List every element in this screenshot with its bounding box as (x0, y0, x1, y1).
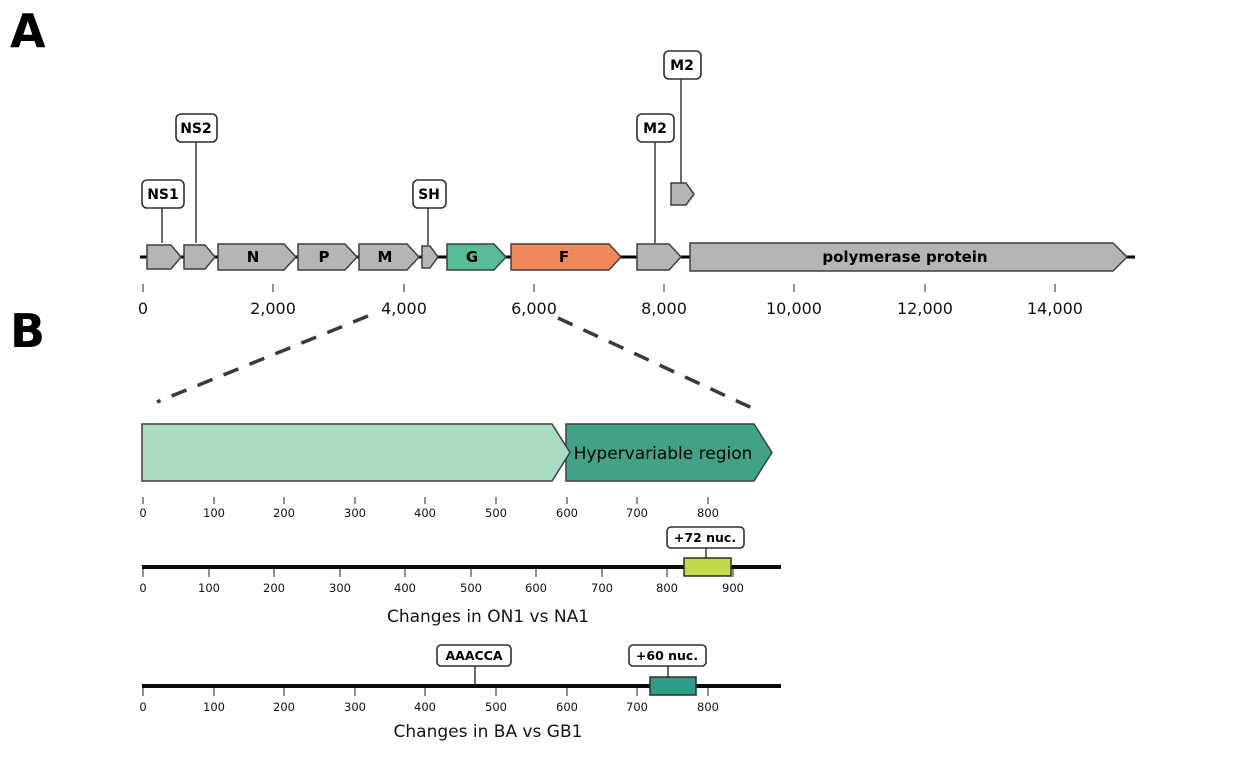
on1-axis-label: 200 (263, 581, 285, 595)
genome-axis-label: 10,000 (766, 299, 822, 318)
on1-axis-label: 900 (722, 581, 744, 595)
gene-arrow-m2 (636, 243, 683, 271)
ba-axis-label: 100 (203, 700, 225, 714)
callout-sh: SH (412, 179, 447, 245)
ba-track: AAACCA +60 nuc. 0 100 200 300 400 500 60… (139, 644, 781, 742)
on1-axis-label: 800 (656, 581, 678, 595)
g-zoom-axis-label: 700 (626, 506, 648, 520)
gene-arrow-polymerase (689, 242, 1129, 272)
genome-axis-label: 12,000 (897, 299, 953, 318)
callout-ns2-text: NS2 (180, 121, 212, 137)
ba-axis: 0 100 200 300 400 500 600 700 800 (139, 688, 719, 714)
callout-m2-box (636, 113, 675, 143)
on1-insertion-callout-box (666, 526, 745, 549)
g-zoom-axis-label: 300 (344, 506, 366, 520)
genome-axis-label: 4,000 (381, 299, 427, 318)
genome-axis: 0 2,000 4,000 6,000 8,000 10,000 12,000 … (138, 284, 1083, 318)
genome-axis-label: 6,000 (511, 299, 557, 318)
ba-axis-label: 700 (626, 700, 648, 714)
g-gene-body-arrow (141, 423, 571, 482)
ba-motif-callout-text: AAACCA (445, 648, 502, 663)
gene-arrow-ns2 (183, 244, 216, 270)
g-zoom-axis-label: 600 (556, 506, 578, 520)
callout-ns1-text: NS1 (147, 187, 179, 203)
ba-insertion-callout-box (628, 644, 707, 667)
callout-sh-text: SH (418, 187, 440, 203)
g-zoom-axis-label: 100 (203, 506, 225, 520)
ba-axis-label: 200 (273, 700, 295, 714)
ba-axis-label: 600 (556, 700, 578, 714)
ba-axis-label: 0 (139, 700, 146, 714)
zoom-dashed-line-right (557, 316, 753, 410)
g-zoom-axis-label: 200 (273, 506, 295, 520)
on1-insertion-box (683, 557, 732, 577)
gene-label-g: G (466, 248, 478, 266)
gene-arrow-m (358, 243, 421, 271)
panel-a-label: A (10, 4, 46, 58)
gene-label-m: M (378, 248, 393, 266)
callout-ns1: NS1 (141, 179, 185, 243)
on1-axis-label: 500 (460, 581, 482, 595)
ba-caption: Changes in BA vs GB1 (394, 722, 583, 742)
gene-label-f: F (559, 248, 569, 266)
genome-map: N P M G F polymerase protein NS1 NS2 SH … (138, 50, 1135, 318)
on1-track: +72 nuc. 0 100 200 300 400 500 600 700 8… (139, 526, 781, 627)
ba-motif-callout-box (436, 644, 512, 667)
ba-axis-label: 300 (344, 700, 366, 714)
g-gene-zoom: Hypervariable region 0 100 200 300 400 5… (139, 423, 773, 520)
g-zoom-axis-label: 0 (139, 506, 146, 520)
gene-label-polymerase: polymerase protein (822, 248, 987, 266)
callout-ns1-box (141, 179, 185, 209)
callout-m2-text: M2 (643, 121, 667, 137)
gene-arrow-g (446, 243, 508, 271)
callout-ns2-box (175, 113, 218, 143)
on1-axis-label: 400 (394, 581, 416, 595)
gene-label-n: N (247, 248, 260, 266)
on1-axis-label: 0 (139, 581, 146, 595)
g-zoom-axis-label: 800 (697, 506, 719, 520)
genome-axis-label: 14,000 (1027, 299, 1083, 318)
on1-axis: 0 100 200 300 400 500 600 700 800 900 (139, 569, 744, 595)
hypervariable-region-arrow (565, 423, 773, 482)
ba-axis-label: 800 (697, 700, 719, 714)
panel-b-label: B (10, 304, 45, 358)
genome-axis-label: 8,000 (641, 299, 687, 318)
genome-axis-label: 2,000 (250, 299, 296, 318)
zoom-connectors (156, 314, 753, 410)
g-zoom-axis: 0 100 200 300 400 500 600 700 800 (139, 497, 719, 520)
on1-axis-label: 300 (329, 581, 351, 595)
ba-axis-label: 400 (414, 700, 436, 714)
on1-insertion-callout-text: +72 nuc. (674, 530, 736, 545)
callout-m2-orf2-text: M2 (670, 58, 694, 74)
on1-axis-label: 100 (198, 581, 220, 595)
callout-m2: M2 (636, 113, 675, 243)
gene-arrow-ns1 (146, 244, 182, 270)
callout-m2-orf2: M2 (663, 50, 702, 183)
callout-sh-box (412, 179, 447, 209)
gene-arrow-sh (421, 245, 439, 269)
on1-axis-label: 600 (525, 581, 547, 595)
zoom-dashed-line-left (156, 314, 369, 404)
gene-arrow-n (217, 243, 298, 271)
ba-axis-label: 500 (485, 700, 507, 714)
callout-m2-orf2-box (663, 50, 702, 80)
gene-arrow-f (510, 243, 623, 271)
on1-caption: Changes in ON1 vs NA1 (387, 607, 589, 627)
g-zoom-axis-label: 500 (485, 506, 507, 520)
on1-axis-label: 700 (591, 581, 613, 595)
gene-label-p: P (319, 248, 330, 266)
hypervariable-region-label: Hypervariable region (574, 444, 753, 464)
gene-arrow-p (297, 243, 359, 271)
g-zoom-axis-label: 400 (414, 506, 436, 520)
genome-axis-label: 0 (138, 299, 148, 318)
ba-insertion-callout-text: +60 nuc. (636, 648, 698, 663)
callout-ns2: NS2 (175, 113, 218, 243)
ba-insertion-box (649, 676, 697, 696)
gene-arrow-m2-orf2 (670, 182, 695, 206)
